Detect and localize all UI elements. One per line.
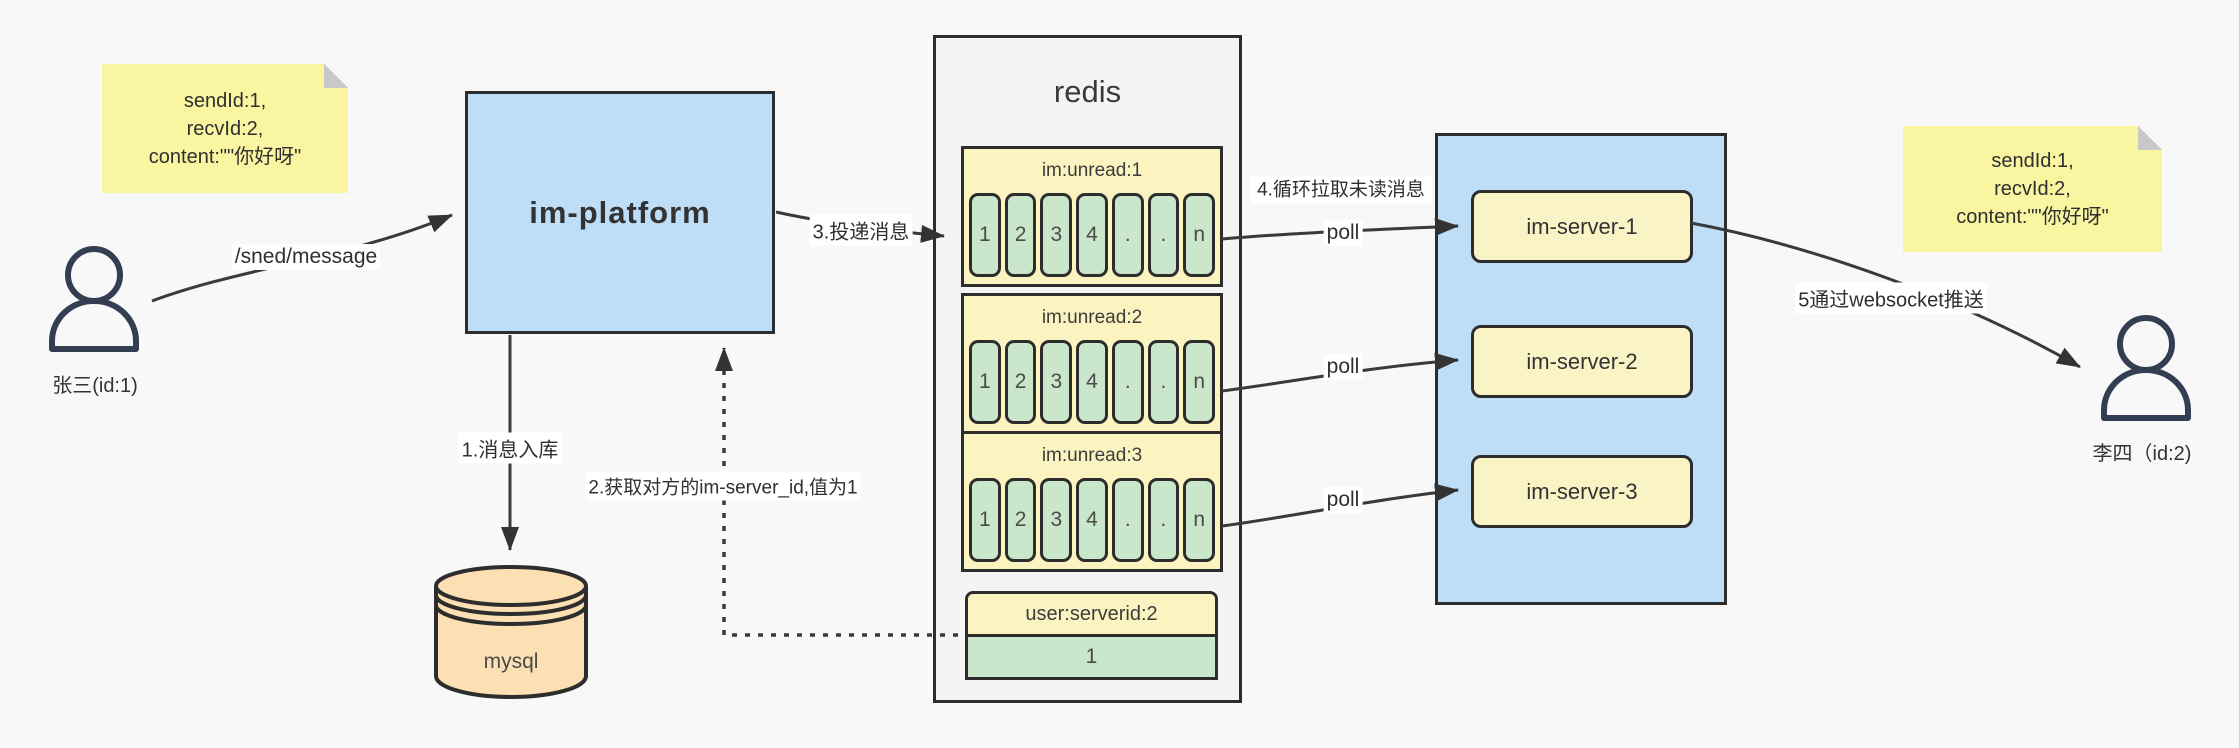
queue-cell: 2 (1004, 478, 1037, 562)
queue-header: im:unread:1 (1041, 160, 1143, 181)
im-server-group: im-server-1 im-server-2 im-server-3 (1435, 133, 1727, 605)
im-server-1: im-server-1 (1471, 190, 1693, 263)
queue-cell: 3 (1040, 478, 1073, 562)
redis-container: redis im:unread:1 1 2 3 4 . . n im:unrea… (933, 35, 1242, 703)
redis-kv-user-serverid: user:serverid:2 1 (965, 591, 1218, 680)
edge-label-step1: 1.消息入库 (458, 432, 562, 464)
im-platform-box: im-platform (465, 91, 775, 334)
queue-header: im:unread:2 (1041, 307, 1143, 328)
edge-label-poll-1: poll (1323, 220, 1363, 246)
queue-cells: 1 2 3 4 . . n (969, 193, 1216, 277)
message-note-right: sendId:1, recvId:2, content:""你好呀" (1903, 126, 2162, 252)
note-fold-corner (2138, 126, 2162, 150)
queue-cell: . (1111, 340, 1144, 424)
queue-cell: n (1183, 478, 1216, 562)
edge-label-step2: 2.获取对方的im-server_id,值为1 (585, 471, 861, 501)
queue-cell: 1 (969, 193, 1001, 277)
kv-value: 1 (1085, 645, 1098, 668)
redis-title: redis (1053, 74, 1122, 109)
kv-header: user:serverid:2 (968, 594, 1215, 637)
queue-cell: 3 (1040, 340, 1073, 424)
mysql-database-icon (434, 565, 588, 699)
message-note-left: sendId:1, recvId:2, content:""你好呀" (102, 64, 348, 193)
queue-cell: . (1147, 193, 1180, 277)
note-line: sendId:1, (183, 89, 267, 112)
queue-cell: n (1183, 193, 1216, 277)
queue-cell: 1 (969, 340, 1001, 424)
im-server-2: im-server-2 (1471, 325, 1693, 398)
note-fold-corner (324, 64, 348, 88)
queue-cells: 1 2 3 4 . . n (969, 478, 1216, 562)
user-icon-right (2101, 315, 2191, 421)
edge-label-step4: 4.循环拉取未读消息 (1250, 176, 1432, 204)
queue-cell: 1 (969, 478, 1001, 562)
note-line: content:""你好呀" (1956, 206, 2109, 228)
edge-label-step3: 3.投递消息 (809, 214, 913, 246)
mysql-label: mysql (483, 650, 539, 673)
queue-cell: 3 (1040, 193, 1073, 277)
queue-cell: . (1147, 478, 1180, 562)
queue-cell: 2 (1004, 340, 1037, 424)
queue-cell: . (1111, 193, 1144, 277)
im-server-3: im-server-3 (1471, 455, 1693, 528)
queue-cell: 4 (1076, 340, 1108, 424)
edge-label-poll-3: poll (1323, 487, 1363, 513)
edge-label-step5: 5通过websocket推送 (1795, 282, 1987, 314)
note-line: recvId:2, (186, 117, 264, 140)
queue-cell: . (1111, 478, 1144, 562)
user-label-right: 李四（id:2) (2092, 443, 2192, 465)
edge-label-poll-2: poll (1323, 354, 1363, 380)
queue-cell: 2 (1004, 193, 1037, 277)
queue-header: im:unread:3 (1041, 445, 1143, 466)
redis-list-unread-2: im:unread:2 1 2 3 4 . . n (961, 293, 1223, 434)
queue-cell: . (1147, 340, 1180, 424)
queue-cell: 4 (1076, 478, 1108, 562)
note-line: recvId:2, (1994, 178, 2071, 200)
user-label-left: 张三(id:1) (52, 375, 138, 397)
queue-cells: 1 2 3 4 . . n (969, 340, 1216, 424)
user-icon-left (49, 246, 139, 352)
edge-label-send: /sned/message (231, 244, 381, 270)
note-line: sendId:1, (1991, 150, 2074, 172)
note-line: content:""你好呀" (148, 145, 302, 168)
queue-cell: 4 (1076, 193, 1108, 277)
redis-list-unread-1: im:unread:1 1 2 3 4 . . n (961, 146, 1223, 287)
queue-cell: n (1183, 340, 1216, 424)
redis-list-unread-3: im:unread:3 1 2 3 4 . . n (961, 431, 1223, 572)
